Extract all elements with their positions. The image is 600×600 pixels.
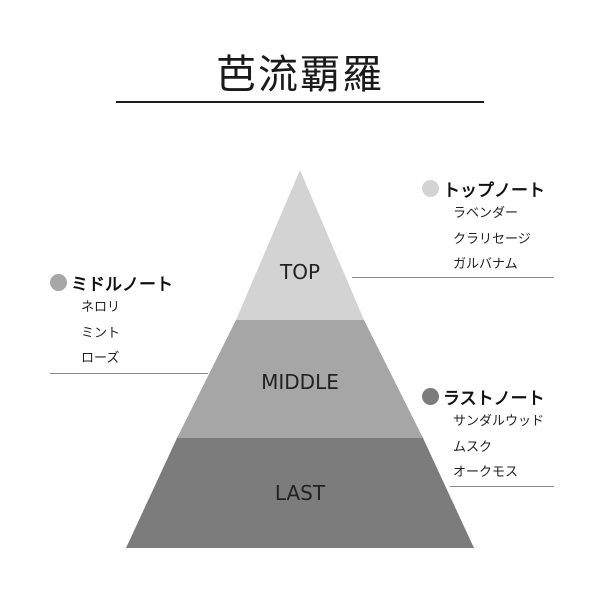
- last-note-list: サンダルウッド ムスク オークモス: [453, 409, 545, 486]
- last-note-dot-icon: [422, 387, 439, 405]
- last-note-leader-line: [450, 486, 554, 487]
- title-underline: [116, 101, 484, 103]
- last-note-item: サンダルウッド: [453, 414, 545, 429]
- page-title: 芭流覇羅: [216, 52, 384, 98]
- last-note-item: ムスク: [453, 439, 493, 455]
- middle-note-item: ローズ: [81, 351, 120, 366]
- middle-tier-label: MIDDLE: [261, 370, 339, 394]
- last-note-group: ラストノート サンダルウッド ムスク オークモス: [422, 384, 545, 486]
- last-note-item: オークモス: [453, 465, 519, 480]
- middle-note-dot-icon: [50, 273, 67, 291]
- pyramid-last-tier: [126, 438, 474, 548]
- middle-note-title: ミドルノート: [71, 274, 173, 295]
- top-note-item: クラリセージ: [453, 231, 531, 247]
- middle-note-leader-line: [50, 373, 208, 374]
- middle-note-group: ミドルノート ネロリ ミント ローズ: [50, 270, 173, 372]
- top-note-item: ラベンダー: [453, 206, 519, 221]
- last-note-title: ラストノート: [443, 388, 545, 409]
- top-note-list: ラベンダー クラリセージ ガルバナム: [453, 201, 545, 278]
- pyramid-top-tier: [236, 170, 364, 320]
- top-note-leader-line: [352, 277, 554, 278]
- middle-note-list: ネロリ ミント ローズ: [81, 295, 173, 372]
- top-tier-label: TOP: [279, 260, 320, 284]
- top-note-title: トップノート: [443, 180, 545, 201]
- top-note-heading: トップノート: [422, 176, 545, 201]
- middle-note-heading: ミドルノート: [50, 270, 173, 295]
- top-note-dot-icon: [422, 179, 439, 197]
- pyramid-middle-tier: [177, 320, 423, 438]
- middle-note-item: ミント: [81, 325, 121, 341]
- top-note-item: ガルバナム: [453, 257, 518, 272]
- middle-note-item: ネロリ: [81, 300, 121, 315]
- last-tier-label: LAST: [275, 481, 326, 505]
- last-note-heading: ラストノート: [422, 384, 545, 409]
- top-note-group: トップノート ラベンダー クラリセージ ガルバナム: [422, 176, 545, 278]
